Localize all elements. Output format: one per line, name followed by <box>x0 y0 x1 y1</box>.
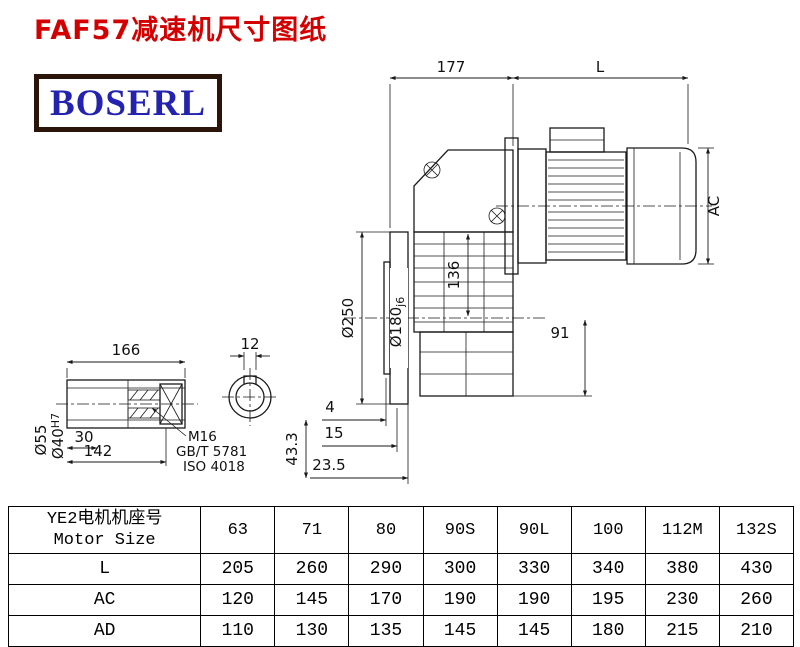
motor-size-table: YE2电机机座号 Motor Size 63 71 80 90S 90L 100… <box>7 506 795 647</box>
dim-136: 136 <box>445 233 470 317</box>
page-title: FAF57减速机尺寸图纸 <box>34 15 328 46</box>
table-cell: 190 <box>422 584 498 616</box>
gear-sections <box>414 243 513 323</box>
table-cell: 215 <box>644 615 720 647</box>
table-cell: 110 <box>200 615 276 647</box>
table-cell: 135 <box>348 615 424 647</box>
dim-12-label: 12 <box>240 335 259 353</box>
fan-cowl <box>626 147 697 265</box>
table-header-line1: YE2电机机座号 <box>46 509 163 529</box>
motor-fins <box>548 159 624 253</box>
dim-91-label: 91 <box>550 324 569 342</box>
table-row-L: L 205 260 290 300 330 340 380 430 <box>7 553 795 585</box>
table-header-cell: 71 <box>274 506 350 554</box>
table-cell: 145 <box>496 615 572 647</box>
dim-177: 177 <box>389 58 514 228</box>
dim-AC: AC <box>698 147 723 265</box>
table-cell: 300 <box>422 553 498 585</box>
table-header-motor-size: YE2电机机座号 Motor Size <box>7 506 202 554</box>
shaft-outline <box>66 379 186 429</box>
table-header-cell: 80 <box>348 506 424 554</box>
dim-AC-label: AC <box>705 196 723 216</box>
table-cell: 205 <box>200 553 276 585</box>
dim-d250-label: Ø250 <box>339 298 357 338</box>
table-header-cell: 90S <box>422 506 498 554</box>
table-cell: 120 <box>200 584 276 616</box>
dim-d55-label: Ø55 <box>32 425 50 456</box>
table-header-cell: 132S <box>718 506 795 554</box>
bottom-dimensions: 4 15 23.5 43.3 <box>283 378 409 484</box>
table-cell: 330 <box>496 553 572 585</box>
table-cell: 260 <box>718 584 795 616</box>
boserl-logo-text: BOSERL <box>49 82 207 124</box>
dim-d40-label: Ø40H7 <box>49 413 67 459</box>
table-cell: 195 <box>570 584 646 616</box>
thread-label: M16 <box>188 429 217 445</box>
table-cell: 170 <box>348 584 424 616</box>
table-cell: 380 <box>644 553 720 585</box>
gearbox-dimension-drawing: 177 L AC <box>32 58 723 484</box>
table-header-row: YE2电机机座号 Motor Size 63 71 80 90S 90L 100… <box>7 506 795 554</box>
table-cell: 180 <box>570 615 646 647</box>
table-cell: 190 <box>496 584 572 616</box>
dim-d250: Ø250 <box>339 231 390 405</box>
row-label: AC <box>7 584 202 616</box>
hollow-shaft-detail: 166 Ø55 Ø40H7 30 142 M16 GB/T 5781 ISO 4… <box>32 335 278 475</box>
dim-177-label: 177 <box>437 58 466 76</box>
dim-30: 30 <box>66 428 98 450</box>
table-header-line2: Motor Size <box>53 531 156 550</box>
motor <box>496 127 712 275</box>
standard-iso-label: ISO 4018 <box>183 459 245 475</box>
table-cell: 340 <box>570 553 646 585</box>
dim-136-label: 136 <box>445 261 463 290</box>
dim-166: 166 <box>66 341 186 378</box>
keyway <box>243 375 257 384</box>
shaft-hatch <box>129 389 159 419</box>
shaft-end-view: 12 <box>222 335 278 426</box>
table-cell: 260 <box>274 553 350 585</box>
dim-30-label: 30 <box>74 428 93 446</box>
table-cell: 145 <box>422 615 498 647</box>
standard-gbt-label: GB/T 5781 <box>176 444 247 460</box>
dim-d180-label: Ø180j6 <box>387 297 407 348</box>
main-view: 177 L AC <box>283 58 723 484</box>
table-row-AD: AD 110 130 135 145 145 180 215 210 <box>7 615 795 647</box>
row-label: L <box>7 553 202 585</box>
dim-142-label: 142 <box>84 442 113 460</box>
dim-166-label: 166 <box>112 341 141 359</box>
dim-23-5-label: 23.5 <box>312 456 345 474</box>
dim-142: 142 <box>66 428 167 466</box>
row-label: AD <box>7 615 202 647</box>
table-cell: 290 <box>348 553 424 585</box>
table-cell: 210 <box>718 615 795 647</box>
table-cell: 130 <box>274 615 350 647</box>
dim-15-label: 15 <box>324 424 343 442</box>
thread-callout: M16 GB/T 5781 ISO 4018 <box>151 407 247 475</box>
table-cell: 145 <box>274 584 350 616</box>
dim-L-label: L <box>596 58 605 76</box>
table-header-cell: 63 <box>200 506 276 554</box>
table-header-cell: 100 <box>570 506 646 554</box>
dim-43-3-label: 43.3 <box>283 432 301 465</box>
dim-4-label: 4 <box>325 398 335 416</box>
table-row-AC: AC 120 145 170 190 190 195 230 260 <box>7 584 795 616</box>
table-header-cell: 112M <box>644 506 720 554</box>
dim-d180: Ø180j6 <box>387 268 408 368</box>
dim-91: 91 <box>513 319 592 397</box>
table-cell: 230 <box>644 584 720 616</box>
boserl-logo: BOSERL <box>34 74 222 132</box>
dim-L: L <box>512 58 689 144</box>
table-cell: 430 <box>718 553 795 585</box>
table-header-cell: 90L <box>496 506 572 554</box>
